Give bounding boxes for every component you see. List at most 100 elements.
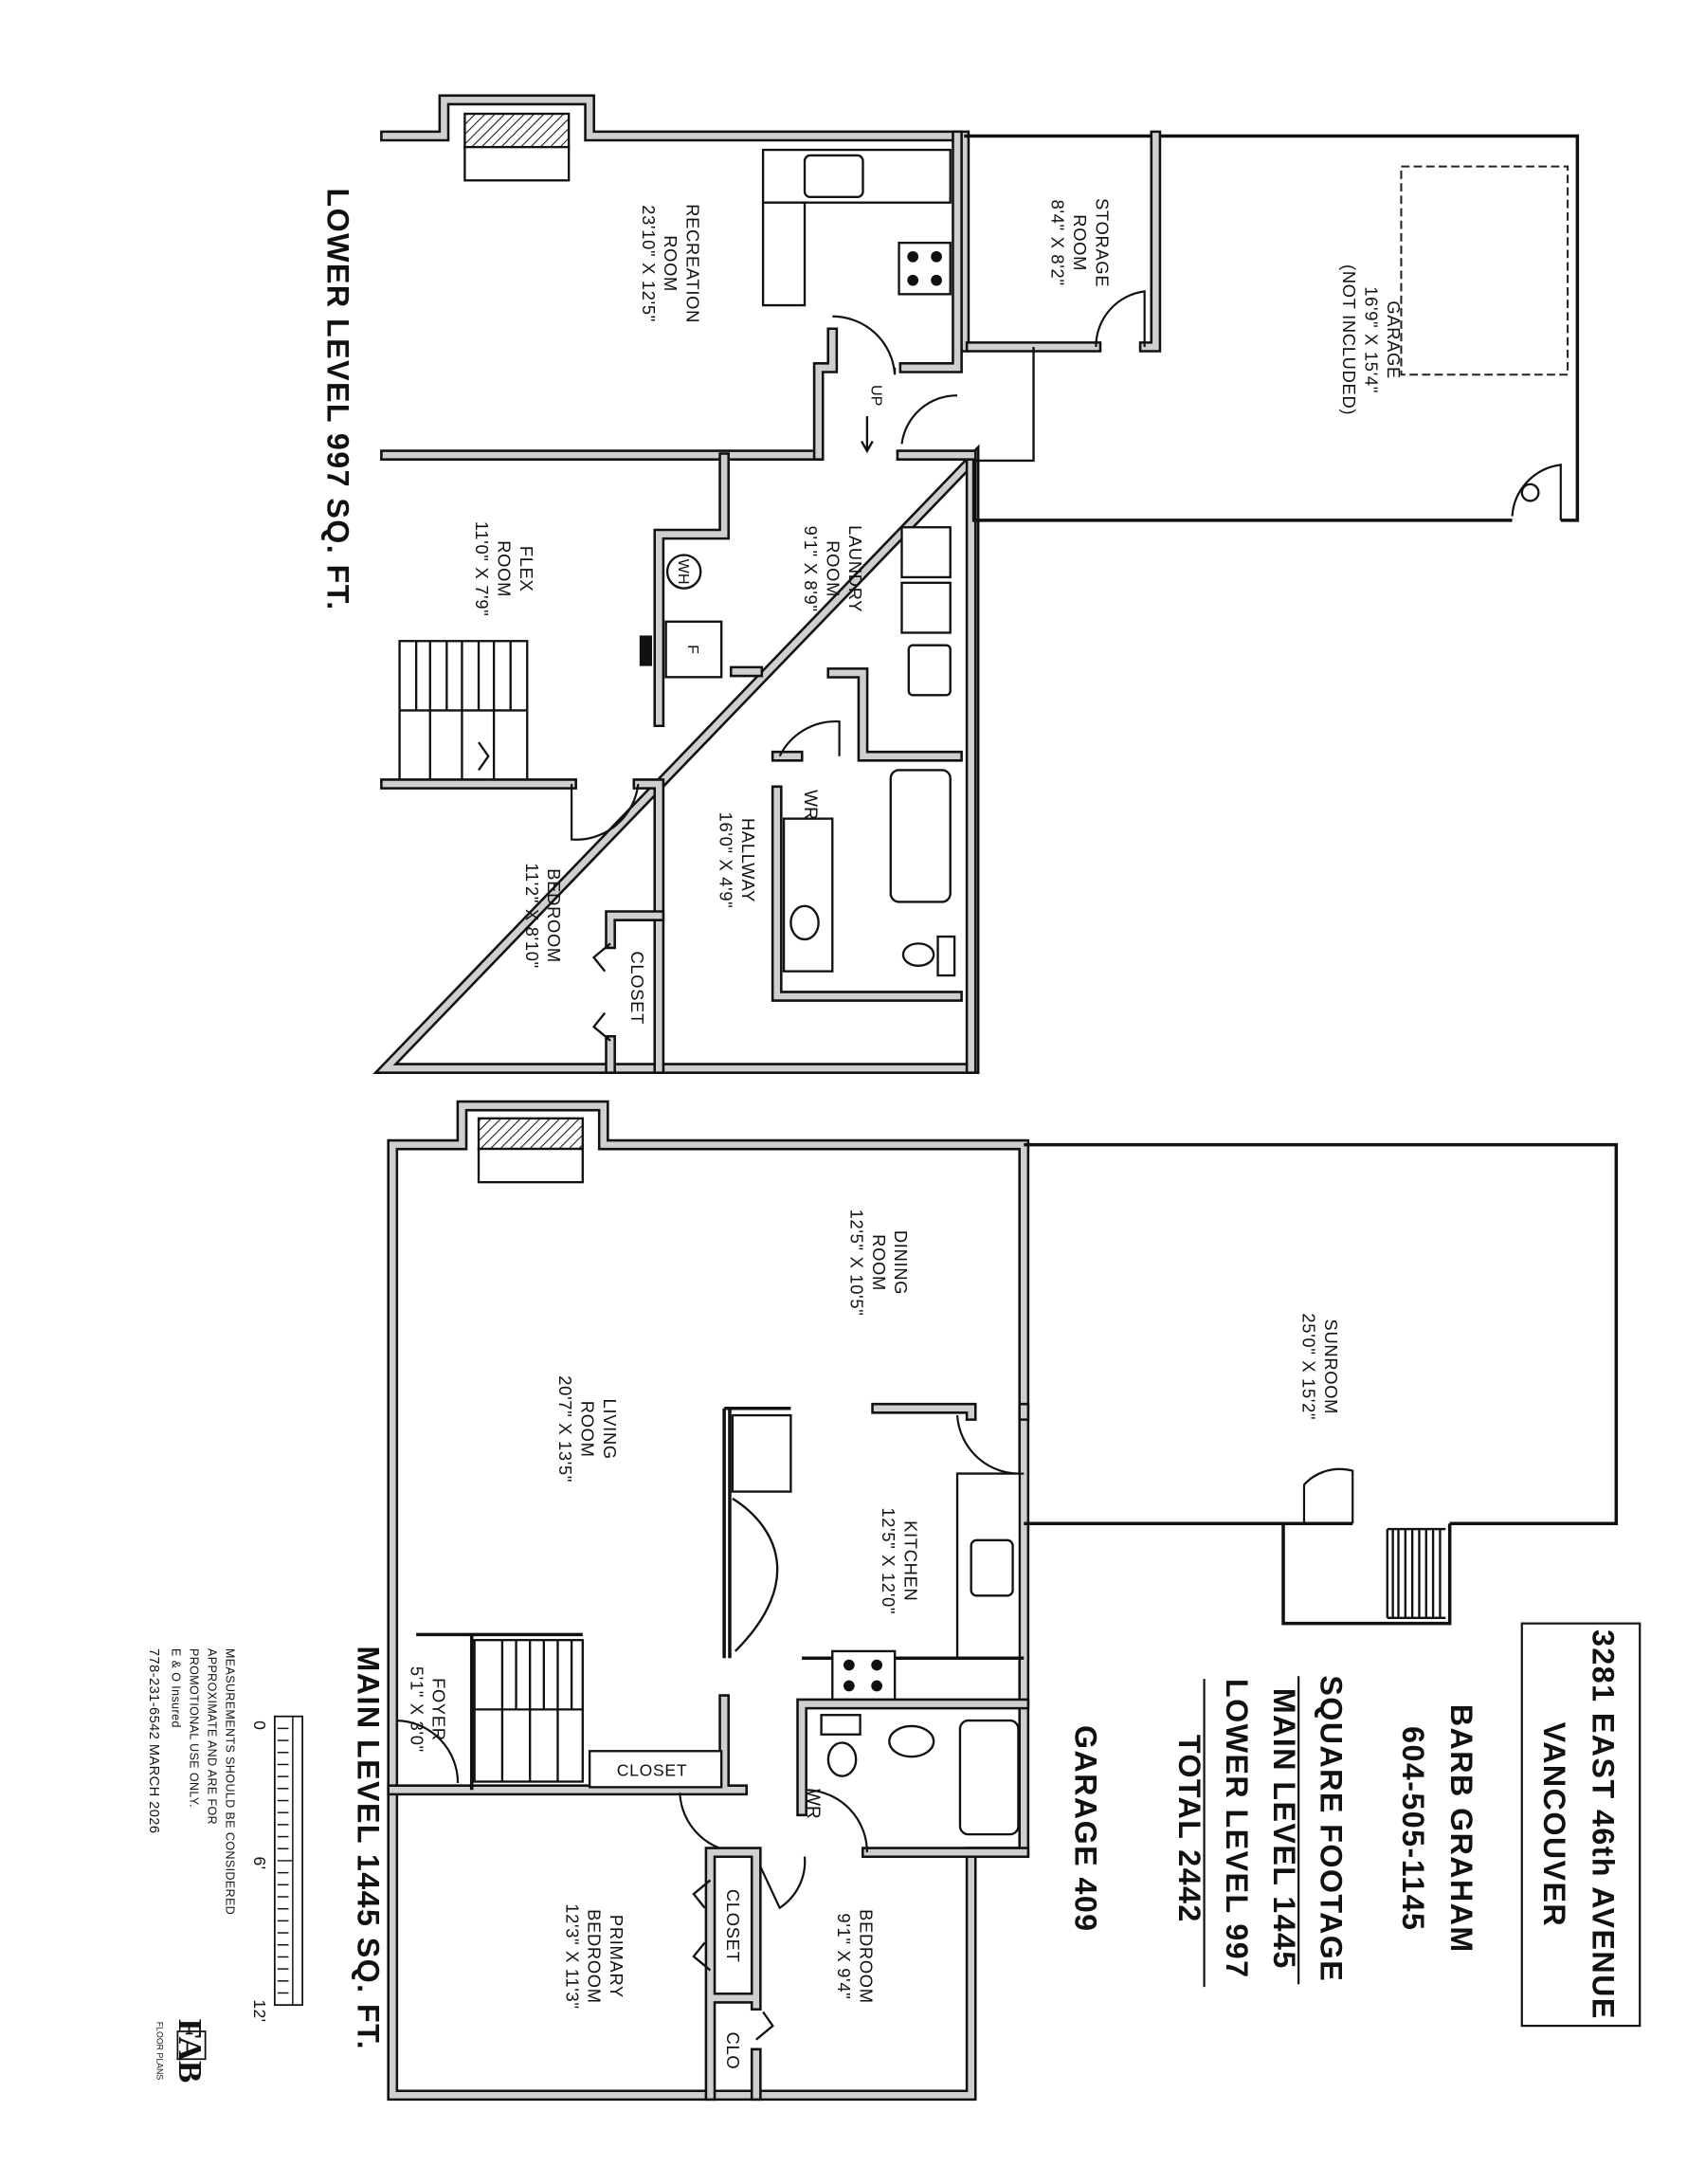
garage-door-swing [1511, 464, 1562, 520]
up-arrow-icon [861, 416, 874, 454]
bedroom-door-swing [571, 783, 640, 841]
main-level-plan: WR CLOSET FOYER 5'1" X 3'0" CLOSET CLO D… [352, 1100, 1619, 2102]
recreation-door-swing [832, 315, 897, 375]
wall-fill [607, 912, 662, 1072]
scale-max: 12' [250, 1999, 269, 2022]
lower-level-plan: UP WH F WR [320, 94, 1580, 1074]
fireplace-hearth [463, 145, 571, 182]
room-label-living: LIVING ROOM 20'7" X 13'5" [555, 1375, 620, 1483]
scale-zero: 0 [250, 1720, 269, 1730]
disclaimer-line: MEASUREMENTS SHOULD BE CONSIDERED [224, 1648, 237, 1915]
lower-level-title: LOWER LEVEL 997 SQ. FT. [320, 188, 354, 610]
wall-fill [873, 1405, 1027, 1419]
furnace-label: F [684, 645, 701, 654]
disclaimer-line: APPROXIMATE AND ARE FOR [206, 1648, 219, 1825]
room-name: HALLWAY [738, 818, 758, 902]
burner-icon [871, 1680, 882, 1692]
storage-door-swing [1095, 290, 1146, 347]
burner-icon [844, 1680, 855, 1692]
room-label-flex: FLEX ROOM 11'0" X 7'9" [472, 521, 536, 617]
room-dimensions: 9'1" X 8'9" [801, 526, 821, 612]
room-name: PRIMARY [607, 1915, 626, 1998]
room-dimensions: 8'4" X 8'2" [1048, 200, 1068, 286]
room-name: ROOM [577, 1401, 597, 1458]
lower-closet-label: CLOSET [627, 951, 647, 1025]
closet-door-icon [591, 942, 611, 1042]
lower-stairs [398, 640, 529, 786]
kitchen-island-curve [732, 1497, 779, 1652]
main-closet-label: CLOSET [617, 1761, 688, 1780]
room-dimensions: 12'5" X 10'5" [846, 1210, 866, 1317]
lower-level-sqft: LOWER LEVEL 997 [1220, 1679, 1254, 1978]
sink-icon [888, 1724, 935, 1758]
toilet-icon [901, 942, 935, 967]
wall-fill [389, 1696, 746, 1793]
room-label-garage: GARAGE 16'9" X 15'4" (NOT INCLUDED) [1339, 264, 1404, 415]
room-name: SUNROOM [1321, 1320, 1341, 1415]
room-name: RECREATION [683, 204, 703, 323]
room-dimensions: 12'5" X 12'0" [879, 1507, 898, 1614]
logo-subtext: FLOOR PLANS [154, 2022, 164, 2081]
room-name: ROOM [1070, 214, 1090, 271]
garage-sqft: GARAGE 409 [1068, 1725, 1102, 1933]
vent-icon [639, 635, 652, 666]
room-name: FLEX [517, 546, 536, 592]
address: 3281 EAST 46th AVENUE [1586, 1629, 1620, 2020]
garage-walls [964, 134, 1580, 522]
wall-fill [382, 780, 662, 1072]
room-dimensions: 25'0" X 15'2" [1299, 1313, 1319, 1420]
main-level-title: MAIN LEVEL 1445 SQ. FT. [352, 1646, 386, 2050]
kitchen-peninsula-wall [722, 1406, 791, 1659]
room-label-storage: STORAGE ROOM 8'4" X 8'2" [1048, 198, 1113, 287]
agent-name: BARB GRAHAM [1444, 1704, 1478, 1954]
room-name: LAUNDRY [845, 525, 865, 612]
room-name: ROOM [661, 235, 680, 292]
room-note: (NOT INCLUDED) [1339, 264, 1359, 415]
wall-fill [656, 454, 728, 725]
room-dimensions: 16'0" X 4'9" [717, 812, 736, 909]
room-name: ROOM [823, 540, 843, 597]
city: VANCOUVER [1537, 1722, 1571, 1927]
laundry-sink-icon [907, 644, 952, 697]
sink-icon [789, 904, 820, 941]
room-label-foyer: FOYER 5'1" X 3'0" [407, 1666, 448, 1753]
room-dimensions: 12'3" X 11'3" [562, 1903, 582, 2009]
laundry-tub-icon [900, 526, 952, 579]
foyer-wall [416, 1632, 583, 1791]
sunroom-walls [1024, 1142, 1619, 1525]
room-dimensions: 5'1" X 3'0" [407, 1666, 426, 1753]
main-closet [588, 1750, 723, 1789]
legend: 0 6' 12' MEASUREMENTS SHOULD BE CONSIDER… [146, 1648, 304, 2083]
kitchenette-counter-side [761, 201, 807, 307]
room-dimensions: 20'7" X 13'5" [555, 1375, 575, 1483]
info-block: 3281 EAST 46th AVENUE VANCOUVER BARB GRA… [1068, 1622, 1642, 2028]
wall-fill [815, 330, 836, 459]
sink-icon [970, 1538, 1014, 1597]
primary-closet-label: CLOSET [723, 1889, 743, 1963]
room-name: ROOM [495, 540, 515, 597]
water-heater-icon [665, 554, 702, 590]
room-name: LIVING [600, 1399, 620, 1460]
burner-icon [931, 250, 942, 263]
room-name: DINING [891, 1230, 911, 1295]
room-name: BEDROOM [585, 1909, 605, 2004]
sunroom-door-swing [1302, 1467, 1354, 1524]
flex-laundry-wall [653, 452, 730, 728]
toilet-icon [826, 1741, 858, 1777]
storage-passage [973, 346, 1035, 463]
room-name: KITCHEN [900, 1520, 920, 1601]
room-label-dining: DINING ROOM 12'5" X 10'5" [846, 1210, 911, 1317]
room-dimensions: 23'10" X 12'5" [639, 205, 659, 322]
exterior-stairs [1281, 1523, 1452, 1626]
toilet-tank-icon [936, 935, 956, 977]
washer-icon [900, 581, 952, 634]
scale-mid: 6' [250, 1857, 269, 1870]
water-heater-label: WH [675, 559, 692, 585]
wall-fill [901, 133, 974, 1072]
burner-icon [907, 250, 919, 263]
sqft-heading: SQUARE FOOTAGE [1315, 1675, 1349, 1982]
wall-fill [828, 669, 961, 760]
fireplace-hearth [477, 1147, 584, 1184]
